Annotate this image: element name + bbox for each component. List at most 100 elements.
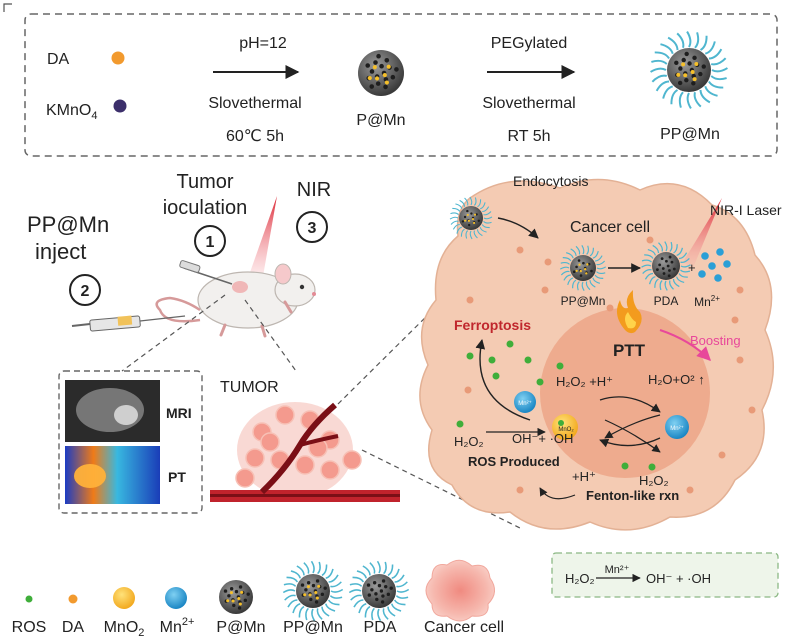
ferroptosis-arrow: [475, 339, 531, 421]
zoom-line-left: [121, 294, 226, 372]
tumor-cell: [342, 450, 362, 470]
cell-speckle: [731, 316, 739, 324]
legend-pmn-icon: [219, 580, 253, 614]
pmn-particle-icon: [358, 50, 404, 96]
tumor-cell: [275, 405, 295, 425]
kmno4-label: KMnO4: [46, 102, 97, 122]
legend-da-label: DA: [62, 619, 85, 636]
h2o2-right-label: H₂O₂: [639, 473, 669, 488]
h-plus-label: +H⁺: [572, 469, 596, 484]
svg-text:Mn²⁺: Mn²⁺: [518, 400, 532, 407]
legend-da-icon: [68, 594, 78, 604]
mri-label: MRI: [166, 405, 192, 421]
syringe-inject-icon: [71, 315, 186, 332]
cell-speckle: [686, 486, 694, 494]
reaction-arrow-bottom: [599, 437, 661, 448]
syringe-tumor-icon: [179, 260, 233, 285]
reaction-arrow-cross-2: [604, 414, 661, 439]
mn-ion-left-icon: Mn²⁺: [514, 391, 536, 413]
cell-speckle: [466, 296, 474, 304]
step1-condition: pH=12: [239, 35, 287, 52]
step-badge-2-number: 2: [81, 283, 90, 300]
ppmn-in-cell-icon: [559, 244, 607, 292]
corner-mark: [3, 3, 12, 12]
step-badge-2: [69, 274, 101, 306]
step-badge-1-number: 1: [206, 234, 215, 251]
mno2-center-icon: MnO₂: [552, 414, 578, 440]
reaction-arrow-top: [599, 396, 661, 413]
cancer-cell-label: Cancer cell: [570, 219, 650, 236]
tumor-inoculation-line2: ioculation: [163, 197, 248, 219]
ppmn-label: PP@Mn: [660, 126, 720, 143]
cell-speckle: [606, 304, 614, 312]
ferroptosis-label: Ferroptosis: [454, 317, 531, 333]
mouse-panel: PP@Mn inject 2 Tumor ioculation 1 NIR 3: [27, 171, 331, 514]
cell-speckle: [516, 246, 524, 254]
flame-icon: [616, 290, 642, 334]
reaction-arrow-cross-1: [604, 419, 661, 453]
mri-tumor-shape: [114, 405, 138, 425]
nir-laser-label: NIR-I Laser: [710, 202, 782, 218]
cancer-cell-panel: Endocytosis Cancer cell NIR-I Laser PP@M…: [419, 173, 782, 531]
tumor-cell: [235, 468, 255, 488]
legend-ros-label: ROS: [12, 619, 47, 636]
nir-laser-beam-icon: [683, 198, 722, 268]
cell-speckle: [718, 451, 726, 459]
ppmn-particle-icon: [650, 31, 728, 109]
inject-label-line1: PP@Mn: [27, 212, 109, 237]
legend-mno2-label: MnO2: [104, 619, 145, 639]
ros-dot-right: [648, 463, 656, 471]
pt-hotspot: [74, 464, 106, 488]
legend-cancer-cell-icon: [425, 559, 495, 622]
endocytosis-arrow: [497, 217, 539, 239]
legend-mno2-icon: [113, 587, 135, 609]
boosting-arrow: [659, 329, 711, 361]
da-label: DA: [47, 51, 70, 68]
fenton-equation-box: H₂O₂ Mn²⁺ OH⁻ + ·OH: [551, 552, 779, 598]
h2o-o2-label: H₂O+O² ↑: [648, 372, 705, 387]
tumor-cell: [320, 460, 340, 480]
step-badge-3: [296, 211, 328, 243]
legend-cancer-label: Cancer cell: [424, 619, 504, 636]
step2-time: RT 5h: [508, 128, 551, 145]
svg-text:MnO₂: MnO₂: [558, 427, 574, 433]
oh-products-label: OH⁻+ ·OH: [512, 431, 573, 446]
step-badge-3-number: 3: [308, 220, 317, 237]
step2-condition: PEGylated: [491, 35, 567, 52]
zoom-line-cell-top: [337, 302, 441, 405]
nir-label: NIR: [297, 179, 331, 201]
nir-beam-icon: [248, 196, 277, 282]
fenton-products: OH⁻ + ·OH: [646, 571, 711, 586]
legend-ros-icon: [25, 595, 33, 603]
cell-speckle: [646, 236, 654, 244]
step-badge-1: [194, 225, 226, 257]
cell-speckles: [464, 236, 756, 494]
pda-in-cell-icon: [641, 241, 691, 291]
cell-speckle: [541, 286, 549, 294]
boosting-label: Boosting: [690, 333, 741, 348]
tumor-cell: [260, 432, 280, 452]
synthesis-panel: DA KMnO4 pH=12 Slovethermal 60℃ 5h P@Mn …: [24, 13, 778, 157]
legend-ppmn-label: PP@Mn: [283, 619, 343, 636]
ros-return-arrow: [539, 487, 576, 500]
kmno4-dot-icon: [113, 99, 127, 113]
legend-mn-icon: [165, 587, 187, 609]
step1-time: 60℃ 5h: [226, 128, 284, 145]
cell-speckle: [464, 386, 472, 394]
legend-pmn-label: P@Mn: [216, 619, 265, 636]
cell-speckle: [516, 486, 524, 494]
zoom-line-right: [244, 299, 297, 372]
cell-speckle: [736, 286, 744, 294]
mn-ion-right-icon: Mn²⁺: [665, 415, 689, 439]
step2-method: Slovethermal: [482, 95, 575, 112]
ros-dots: [456, 340, 629, 470]
fenton-box-border: [551, 552, 779, 598]
ppmn-in-cell-label: PP@Mn: [561, 294, 606, 308]
legend-pda-label: PDA: [364, 619, 397, 636]
cell-speckle: [736, 356, 744, 364]
svg-text:Mn²⁺: Mn²⁺: [670, 425, 684, 432]
fenton-label: Fenton-like rxn: [586, 488, 679, 503]
mn-ions-label: Mn2+: [694, 294, 720, 309]
endocytosis-label: Endocytosis: [513, 173, 588, 189]
ros-produced-label: ROS Produced: [468, 454, 560, 469]
